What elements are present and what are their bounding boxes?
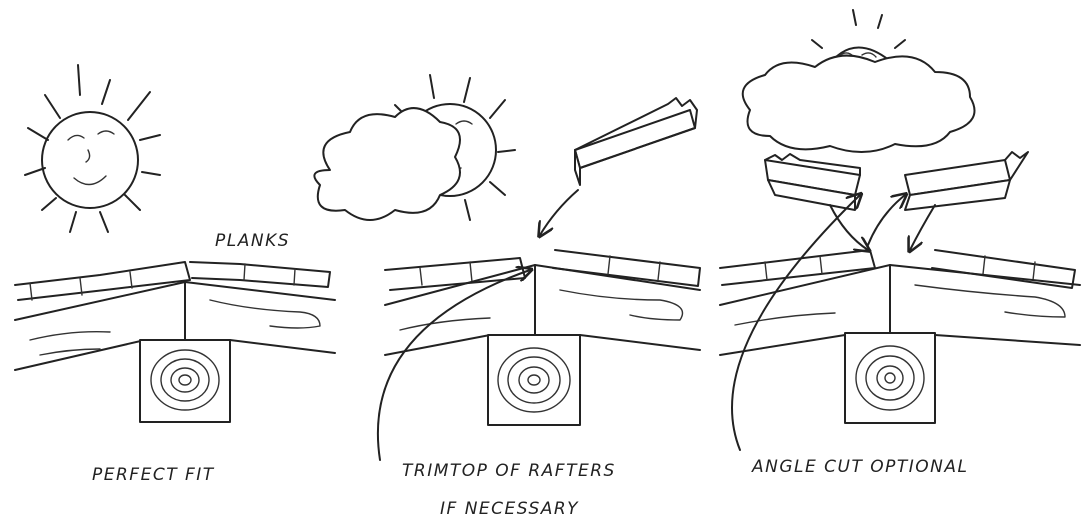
planks [385,250,700,290]
caption-trim: TRIMTOP OF RAFTERS [402,461,616,481]
arrow-left-down [830,205,868,250]
post-end-grain [488,335,580,425]
caption-perfect-fit: PERFECT FIT [92,465,215,485]
arrow-right-down [910,205,935,250]
caption-angle-cut: ANGLE CUT OPTIONAL [751,457,968,477]
label-planks: PLANKS [215,231,290,251]
plank-piece-left [765,154,860,210]
post-end-grain [845,333,935,423]
cloud-icon [314,108,460,220]
arrow-down [540,190,578,235]
plank-piece-right [905,152,1028,210]
caption-if-necessary: IF NECESSARY [440,499,579,519]
panel-trim-rafters: TRIMTOP OF RAFTERS IF NECESSARY [314,75,700,519]
planks [720,250,1075,288]
cloud-icon [743,56,975,152]
plank-piece [575,98,697,185]
sun-icon [25,65,160,232]
panel-angle-cut: ANGLE CUT OPTIONAL [720,10,1080,477]
post-end-grain [140,340,230,422]
panel-perfect-fit: PLANKS PERFECT FIT [15,65,335,485]
arrow-up-right [868,195,905,245]
